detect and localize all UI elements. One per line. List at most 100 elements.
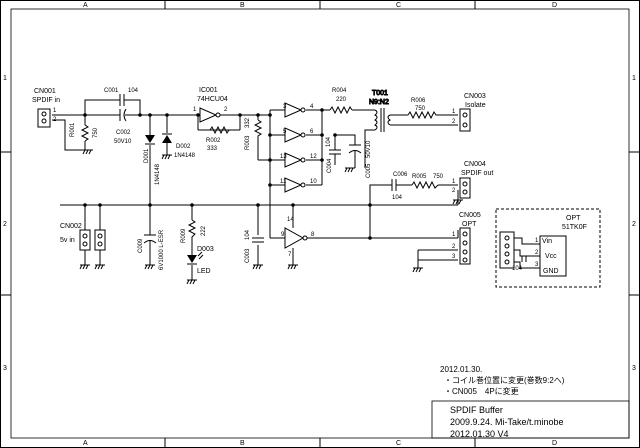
inverter-5: 11 10 [280, 177, 317, 193]
svg-text:10: 10 [310, 179, 317, 185]
svg-text:3: 3 [452, 254, 456, 260]
svg-text:2: 2 [535, 250, 539, 256]
resistor-r001: R001 750 [70, 122, 99, 151]
col-label-d: D [552, 2, 557, 9]
svg-text:D003: D003 [197, 246, 214, 253]
svg-text:・コイル巻位置に変更(巻数9:2へ): ・コイル巻位置に変更(巻数9:2へ) [444, 375, 565, 385]
row-label-1: 1 [3, 75, 7, 82]
diode-d001: D001 1N4148 [144, 135, 161, 185]
inverter-2: 3 4 [282, 102, 314, 118]
svg-text:D002: D002 [176, 144, 191, 150]
svg-text:SPDIF in: SPDIF in [32, 97, 60, 104]
svg-text:C005: C005 [366, 163, 372, 178]
row-label-3-right: 3 [632, 365, 636, 372]
col-label-a: A [83, 2, 88, 9]
row-label-1-right: 1 [632, 75, 636, 82]
svg-text:・CN005 4Pに変更: ・CN005 4Pに変更 [444, 386, 519, 396]
inverter-ic001: IC001 74HCU04 1 2 [193, 87, 228, 123]
svg-text:6: 6 [310, 129, 314, 135]
capacitor-c002: C002 50V10 [112, 108, 133, 145]
resistor-r009: R009 222 [181, 219, 207, 243]
resistor-r004: R004 220 [329, 88, 353, 115]
svg-text:C001: C001 [104, 88, 119, 94]
svg-text:12: 12 [310, 154, 317, 160]
svg-text:750: 750 [93, 127, 99, 138]
svg-text:CN001: CN001 [34, 88, 56, 95]
svg-text:7: 7 [288, 252, 292, 258]
row-label-3: 3 [3, 365, 7, 372]
svg-text:2012.01.30.: 2012.01.30. [440, 365, 482, 374]
svg-text:C004: C004 [327, 158, 333, 173]
capacitor-c009: C009 6V1000 L-ESR [138, 229, 165, 270]
svg-text:R006: R006 [411, 98, 426, 104]
svg-text:104: 104 [245, 229, 251, 240]
inverter-6: 9 8 14 7 [281, 217, 315, 258]
resistor-r002: R002 333 [206, 125, 230, 152]
inverter-4: 13 12 [280, 152, 317, 168]
svg-text:2: 2 [224, 107, 228, 113]
svg-text:8: 8 [311, 232, 315, 238]
svg-text:750: 750 [415, 106, 426, 112]
svg-text:C006: C006 [393, 172, 408, 178]
svg-text:50V10: 50V10 [366, 140, 372, 158]
led-d003: D003 LED [187, 246, 214, 275]
svg-text:R004: R004 [332, 88, 347, 94]
svg-text:2: 2 [452, 244, 456, 250]
svg-text:CN005: CN005 [459, 212, 481, 219]
capacitor-c005: C005 50V10 [348, 140, 372, 178]
svg-text:CN003: CN003 [464, 93, 486, 100]
svg-text:Vcc: Vcc [545, 253, 557, 260]
optical-module: OPT 51TK0F 1 2 3 Vin Vcc GND 104 [495, 208, 601, 288]
svg-text:74HCU04: 74HCU04 [197, 96, 228, 103]
col-label-c: C [396, 2, 401, 9]
svg-text:6V1000 L-ESR: 6V1000 L-ESR [159, 229, 165, 270]
svg-text:51TK0F: 51TK0F [562, 224, 587, 231]
svg-text:1: 1 [452, 109, 456, 115]
diode-d002: D002 1N4148 [162, 133, 196, 159]
svg-text:5v in: 5v in [60, 237, 75, 244]
svg-text:T001: T001 [372, 90, 388, 97]
svg-text:11: 11 [280, 179, 287, 185]
svg-text:CN002: CN002 [60, 223, 82, 230]
svg-text:333: 333 [207, 146, 218, 152]
svg-text:R002: R002 [206, 138, 221, 144]
svg-text:2012.01.30 V4: 2012.01.30 V4 [450, 429, 509, 439]
svg-text:LED: LED [197, 268, 211, 275]
svg-text:222: 222 [201, 225, 207, 236]
svg-text:C009: C009 [138, 238, 144, 253]
svg-text:2009.9.24. Mi-Take/t.minobe: 2009.9.24. Mi-Take/t.minobe [450, 417, 564, 427]
svg-text:R005: R005 [412, 174, 427, 180]
resistor-r006: R006 750 [407, 98, 438, 120]
col-label-c-bottom: C [396, 440, 401, 447]
connector-cn003: CN003 Isolate 1 2 [452, 93, 486, 132]
svg-text:5: 5 [283, 129, 287, 135]
svg-text:4: 4 [310, 104, 314, 110]
capacitor-c001: C001 104 [104, 88, 139, 106]
connector-cn004: CN004 SPDIF out 1 2 [452, 161, 493, 199]
svg-text:50V10: 50V10 [114, 139, 132, 145]
svg-text:104: 104 [326, 136, 332, 147]
row-label-2-right: 2 [632, 221, 636, 228]
svg-text:1N4148: 1N4148 [155, 163, 161, 185]
col-label-b-bottom: B [240, 440, 245, 447]
revision-notes: 2012.01.30. ・コイル巻位置に変更(巻数9:2へ) ・CN005 4P… [440, 365, 565, 396]
col-label-b: B [240, 2, 245, 9]
junctions [83, 108, 372, 240]
svg-text:C002: C002 [116, 130, 131, 136]
svg-text:1: 1 [193, 107, 197, 113]
title-block: SPDIF Buffer 2009.9.24. Mi-Take/t.minobe… [431, 400, 630, 439]
resistor-r003: R003 332 [245, 117, 263, 150]
svg-text:14: 14 [287, 217, 294, 223]
connector-cn002: CN002 5v in [60, 223, 106, 251]
svg-text:SPDIF out: SPDIF out [461, 170, 493, 177]
svg-text:1: 1 [535, 238, 539, 244]
svg-text:Vin: Vin [542, 238, 552, 245]
svg-text:OPT: OPT [462, 221, 477, 228]
capacitor-c003: C003 104 [245, 229, 264, 263]
row-label-2: 2 [3, 221, 7, 228]
svg-text:9: 9 [281, 232, 285, 238]
svg-text:D001: D001 [144, 148, 150, 163]
connector-cn005: CN005 OPT 1 2 3 [452, 212, 481, 265]
svg-text:13: 13 [280, 154, 287, 160]
